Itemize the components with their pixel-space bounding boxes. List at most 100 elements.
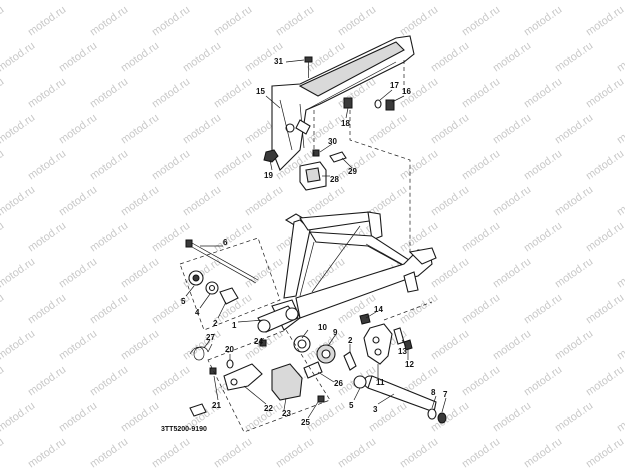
watermark-text: motod.ru <box>522 4 564 39</box>
spacer-26[interactable] <box>303 361 323 379</box>
seal-10[interactable] <box>293 335 311 353</box>
watermark-text: motod.ru <box>615 0 625 2</box>
tensioner-arm-22[interactable] <box>223 363 263 391</box>
watermark-text: motod.ru <box>119 40 161 75</box>
nut-12[interactable] <box>403 339 413 351</box>
watermark-text: motod.ru <box>305 400 347 435</box>
block-28[interactable] <box>299 161 327 191</box>
watermark-text: motod.ru <box>491 112 533 147</box>
watermark-text: motod.ru <box>429 328 471 363</box>
nut-7[interactable] <box>437 412 447 424</box>
watermark-text: motod.ru <box>522 148 564 183</box>
callout-3: 3 <box>373 405 378 414</box>
watermark-text: motod.ru <box>460 148 502 183</box>
watermark-text: motod.ru <box>522 292 564 327</box>
spring-27[interactable] <box>189 343 213 361</box>
watermark-text: motod.ru <box>615 400 625 435</box>
watermark-text: motod.ru <box>212 220 254 255</box>
watermark-text: motod.ru <box>305 0 347 2</box>
bolt-18[interactable] <box>343 97 353 109</box>
watermark-text: motod.ru <box>0 256 37 291</box>
bolt-16[interactable] <box>385 99 395 111</box>
watermark-text: motod.ru <box>57 400 99 435</box>
collar-2-right[interactable] <box>343 351 357 371</box>
watermark-text: motod.ru <box>460 364 502 399</box>
bolt-24[interactable] <box>259 339 267 347</box>
bolt-25[interactable] <box>317 395 325 403</box>
bolt-31[interactable] <box>304 56 313 78</box>
callout-28: 28 <box>330 175 339 184</box>
callout-11: 11 <box>376 378 385 387</box>
watermark-text: motod.ru <box>491 400 533 435</box>
callout-13: 13 <box>398 347 407 356</box>
watermark-text: motod.ru <box>398 148 440 183</box>
washer-8[interactable] <box>427 408 437 420</box>
watermark-text: motod.ru <box>274 436 316 468</box>
watermark-text: motod.ru <box>88 364 130 399</box>
watermark-text: motod.ru <box>181 40 223 75</box>
watermark-text: motod.ru <box>0 184 37 219</box>
callout-17: 17 <box>390 81 399 90</box>
watermark-text: motod.ru <box>0 4 6 39</box>
plate-29[interactable] <box>329 151 347 163</box>
watermark-text: motod.ru <box>57 256 99 291</box>
bearing-4-left[interactable] <box>205 281 219 295</box>
callout-25: 25 <box>301 418 310 427</box>
watermark-text: motod.ru <box>0 0 37 2</box>
watermark-text: motod.ru <box>584 292 625 327</box>
watermark-text: motod.ru <box>119 328 161 363</box>
watermark-text: motod.ru <box>553 400 595 435</box>
watermark-text: motod.ru <box>274 4 316 39</box>
watermark-text: motod.ru <box>26 220 68 255</box>
watermark-text: motod.ru <box>615 184 625 219</box>
watermark-text: motod.ru <box>26 76 68 111</box>
watermark-text: motod.ru <box>553 328 595 363</box>
callout-31: 31 <box>274 57 283 66</box>
watermark-text: motod.ru <box>491 256 533 291</box>
callout-1: 1 <box>232 321 237 330</box>
pivot-shaft-6[interactable] <box>185 239 259 284</box>
collar-2-left[interactable] <box>219 287 239 305</box>
slider-23[interactable] <box>271 363 303 401</box>
watermark-text: motod.ru <box>57 184 99 219</box>
chain-case[interactable] <box>271 35 415 171</box>
callout-10: 10 <box>318 323 327 332</box>
watermark-text: motod.ru <box>212 76 254 111</box>
watermark-text: motod.ru <box>336 4 378 39</box>
diagram-code: 3TT5200-9190 <box>161 426 207 433</box>
watermark-text: motod.ru <box>429 256 471 291</box>
watermark-text: motod.ru <box>491 184 533 219</box>
washer-17[interactable] <box>374 99 382 109</box>
bolt-14[interactable] <box>359 313 371 325</box>
watermark-text: motod.ru <box>615 328 625 363</box>
bolt-21[interactable] <box>209 367 217 375</box>
bolt-30[interactable] <box>312 149 320 157</box>
nut-19[interactable] <box>263 149 279 163</box>
callout-27: 27 <box>206 333 215 342</box>
callout-5-left: 5 <box>181 297 186 306</box>
rear-arm[interactable] <box>257 211 437 333</box>
callout-16: 16 <box>402 87 411 96</box>
watermark-text: motod.ru <box>57 328 99 363</box>
watermark-text: motod.ru <box>243 256 285 291</box>
watermark-text: motod.ru <box>26 4 68 39</box>
bearing-9[interactable] <box>316 344 336 364</box>
callout-23: 23 <box>282 409 291 418</box>
watermark-text: motod.ru <box>553 112 595 147</box>
watermark-text: motod.ru <box>150 436 192 468</box>
collar-20[interactable] <box>226 359 234 369</box>
callout-9: 9 <box>333 328 338 337</box>
watermark-text: motod.ru <box>553 256 595 291</box>
watermark-text: motod.ru <box>26 436 68 468</box>
watermark-text: motod.ru <box>150 220 192 255</box>
watermark-text: motod.ru <box>584 148 625 183</box>
seal-5-left[interactable] <box>188 270 204 286</box>
seal-5-right[interactable] <box>353 375 367 389</box>
callout-8: 8 <box>431 388 436 397</box>
watermark-text: motod.ru <box>460 76 502 111</box>
bracket-11[interactable] <box>363 323 393 365</box>
watermark-text: motod.ru <box>305 112 347 147</box>
callout-labels: 31 15 19 18 17 16 28 30 29 6 5 4 2 1 10 … <box>181 57 448 427</box>
callout-26: 26 <box>334 379 343 388</box>
